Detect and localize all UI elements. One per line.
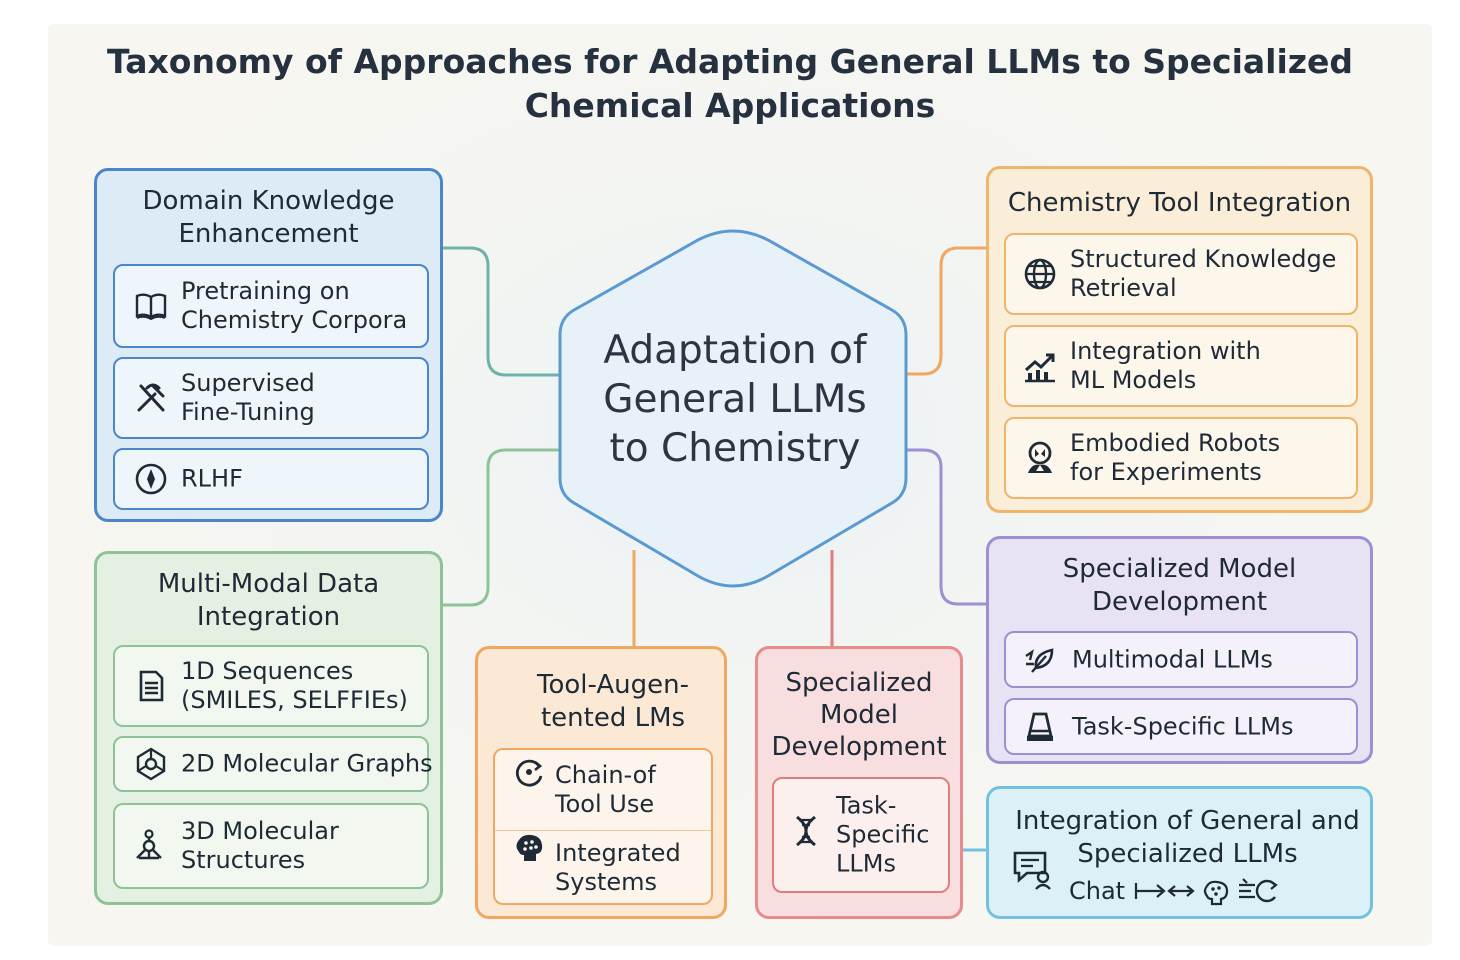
item-2d-graphs: 2D Molecular Graphs xyxy=(113,736,433,792)
group-tool-augmented: Tool-Augen- tented LMs Chain-of Tool Use… xyxy=(475,646,727,919)
diagram-title: Taxonomy of Approaches for Adapting Gene… xyxy=(106,42,1354,125)
item-integrated-systems: Integrated Systems xyxy=(495,830,711,907)
leaf-icon xyxy=(1022,642,1058,678)
graph-icon xyxy=(133,746,169,782)
group-title: Specialized Model Development xyxy=(771,668,947,762)
chat-label: Chat xyxy=(1069,877,1126,905)
item-1d-sequences: 1D Sequences (SMILES, SELFFIEs) xyxy=(113,645,429,727)
item-multimodal-llms: Multimodal LLMs xyxy=(1004,631,1358,688)
center-hexagon xyxy=(558,229,908,588)
molecule-icon xyxy=(131,828,167,864)
item-3d-structures: 3D Molecular Structures xyxy=(113,803,429,889)
group-tool-integration: Chemistry Tool Integration Structured Kn… xyxy=(986,166,1373,513)
item-chain-of-tool-use: Chain-of Tool Use xyxy=(495,750,711,831)
group-integration: Integration of General and Specialized L… xyxy=(986,786,1373,919)
item-task-specific-llms: Task-Specific LLMs xyxy=(1004,698,1358,755)
chat-bubble-icon xyxy=(1011,847,1057,893)
item-pretraining: Pretraining on Chemistry Corpora xyxy=(113,264,429,348)
connector-specialized-right xyxy=(906,448,987,606)
globe-icon xyxy=(1022,256,1058,292)
brain-chip-icon xyxy=(1201,877,1231,907)
item-knowledge-retrieval: Structured Knowledge Retrieval xyxy=(1004,233,1358,315)
connector-multimodal xyxy=(442,448,560,607)
connector-tool-integration xyxy=(906,246,987,376)
tools-icon xyxy=(133,380,169,416)
robot-icon xyxy=(1022,440,1058,476)
item-task-specific-center: Task- Specific LLMs xyxy=(772,777,950,893)
group-domain-knowledge: Domain Knowledge Enhancement Pretraining… xyxy=(94,168,443,522)
item-embodied-robots: Embodied Robots for Experiments xyxy=(1004,417,1358,499)
cycle-icon xyxy=(511,754,547,790)
document-icon xyxy=(133,668,169,704)
arrows-icon xyxy=(1133,877,1195,905)
connector-domain-knowledge xyxy=(442,246,560,377)
group-multimodal: Multi-Modal Data Integration 1D Sequence… xyxy=(94,551,443,905)
dna-icon xyxy=(788,813,824,849)
brain-icon xyxy=(511,830,547,866)
sync-icon xyxy=(1237,875,1281,907)
item-sft: Supervised Fine-Tuning xyxy=(113,357,429,439)
book-icon xyxy=(133,288,169,324)
group-specialized-right: Specialized Model Development Multimodal… xyxy=(986,536,1373,764)
group-title: Integration of General and Specialized L… xyxy=(1015,806,1360,869)
item-rlhf: RLHF xyxy=(113,448,429,510)
group-title: Specialized Model Development xyxy=(1062,554,1297,617)
flask-icon xyxy=(1022,709,1058,745)
group-title: Tool-Augen- tented LMs xyxy=(537,670,689,733)
item-tool-stack: Chain-of Tool Use Integrated Systems xyxy=(493,748,713,905)
group-title: Chemistry Tool Integration xyxy=(1007,188,1352,218)
compass-icon xyxy=(133,461,169,497)
group-title: Multi-Modal Data Integration xyxy=(157,569,380,632)
group-title: Domain Knowledge Enhancement xyxy=(142,186,395,249)
center-label: Adaptation of General LLMs to Chemistry xyxy=(603,328,867,471)
group-specialized-center: Specialized Model Development Task- Spec… xyxy=(755,646,963,919)
chart-icon xyxy=(1022,348,1058,384)
item-ml-models: Integration with ML Models xyxy=(1004,325,1358,407)
